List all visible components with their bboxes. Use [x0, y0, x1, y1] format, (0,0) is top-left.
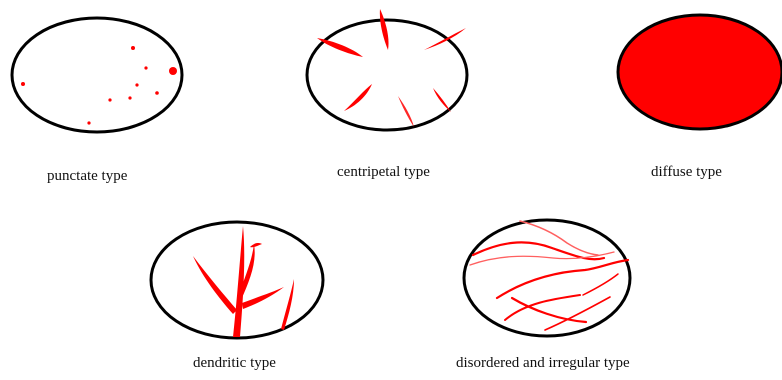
label-centripetal: centripetal type	[337, 164, 430, 181]
dendritic-pattern	[151, 222, 323, 338]
punctate-ellipse	[12, 18, 182, 132]
label-dendritic: dendritic type	[193, 355, 276, 372]
centripetal-pattern	[307, 9, 467, 130]
diffuse-pattern	[618, 15, 782, 129]
disordered-ellipse	[464, 220, 630, 336]
label-punctate: punctate type	[47, 168, 127, 185]
disordered-pattern	[464, 220, 630, 336]
label-disordered: disordered and irregular type	[456, 355, 630, 372]
label-diffuse: diffuse type	[651, 164, 722, 181]
diffuse-ellipse	[618, 15, 782, 129]
punctate-pattern	[12, 18, 182, 132]
